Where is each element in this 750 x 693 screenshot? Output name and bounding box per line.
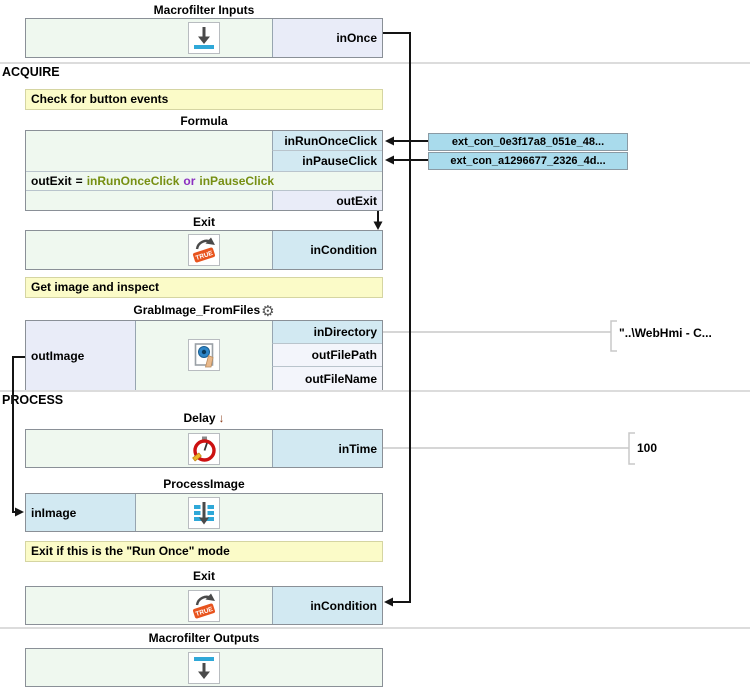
comment-exit-run-once[interactable]: Exit if this is the "Run Once" mode xyxy=(25,541,383,562)
port-inOnce[interactable]: inOnce xyxy=(272,19,382,57)
indirectory-constant-value[interactable]: "..\WebHmi - C... xyxy=(619,326,712,340)
macrofilter-inputs-icon xyxy=(194,27,214,49)
delay-title-text: Delay xyxy=(183,411,216,425)
comment-check-button-events[interactable]: Check for button events xyxy=(25,89,383,110)
ext-connection-1[interactable]: ext_con_0e3f17a8_051e_48... xyxy=(428,133,628,151)
grabimage-title[interactable]: GrabImage_FromFiles⚙ xyxy=(25,303,383,319)
constant-wires xyxy=(383,320,635,465)
process-section-line xyxy=(0,390,750,392)
port-outFileName[interactable]: outFileName xyxy=(272,367,382,390)
expr-equals: = xyxy=(75,174,83,188)
svg-text:TRUE: TRUE xyxy=(195,606,215,618)
port-inCondition-2[interactable]: inCondition xyxy=(272,587,382,624)
processimage-icon-button[interactable] xyxy=(188,497,220,529)
port-outFilePath[interactable]: outFilePath xyxy=(272,344,382,367)
macrofilter-outputs-icon xyxy=(194,657,214,679)
port-inPauseClick[interactable]: inPauseClick xyxy=(272,151,382,171)
port-inImage[interactable]: inImage xyxy=(26,494,136,531)
port-outImage[interactable]: outImage xyxy=(26,321,136,390)
expr-operator: or xyxy=(183,174,196,188)
macrofilter-outputs-block[interactable] xyxy=(25,648,383,687)
acquire-section-label: ACQUIRE xyxy=(2,65,60,79)
exit1-title[interactable]: Exit xyxy=(192,215,215,229)
port-inDirectory[interactable]: inDirectory xyxy=(272,321,382,344)
expr-arg1: inRunOnceClick xyxy=(86,174,180,188)
delay-title[interactable]: Delay↓ xyxy=(25,411,383,425)
svg-text:TRUE: TRUE xyxy=(195,250,215,262)
step-down-icon: ↓ xyxy=(218,411,225,425)
process-macro-icon xyxy=(194,502,214,525)
acquire-section-line xyxy=(0,62,750,64)
outputs-section-line xyxy=(0,627,750,629)
gear-icon[interactable]: ⚙ xyxy=(261,303,275,320)
macrofilter-inputs-title[interactable]: Macrofilter Inputs xyxy=(153,3,255,17)
processimage-title[interactable]: ProcessImage xyxy=(163,477,245,491)
exit-block-2[interactable]: TRUE inCondition xyxy=(25,586,383,625)
port-inTime[interactable]: inTime xyxy=(272,430,382,467)
macrofilter-outputs-title[interactable]: Macrofilter Outputs xyxy=(148,631,260,645)
macrofilter-outputs-icon-button[interactable] xyxy=(188,652,220,684)
comment-get-image[interactable]: Get image and inspect xyxy=(25,277,383,298)
port-inCondition-1[interactable]: inCondition xyxy=(272,231,382,269)
port-outExit[interactable]: outExit xyxy=(272,191,382,210)
exit2-icon-button[interactable]: TRUE xyxy=(188,590,220,622)
grabimage-block[interactable]: outImage inDirectory outFilePath outFile… xyxy=(25,320,383,391)
grabimage-icon-button[interactable] xyxy=(188,339,220,371)
formula-block[interactable]: inRunOnceClick inPauseClick outExit=inRu… xyxy=(25,130,383,211)
delay-icon-button[interactable] xyxy=(188,433,220,465)
stopwatch-icon xyxy=(192,436,216,462)
exit-icon: TRUE xyxy=(192,237,216,263)
delay-block[interactable]: inTime xyxy=(25,429,383,468)
macrofilter-inputs-block[interactable]: inOnce xyxy=(25,18,383,58)
exit2-title[interactable]: Exit xyxy=(192,569,215,583)
ext-connection-2[interactable]: ext_con_a1296677_2326_4d... xyxy=(428,152,628,170)
exit-icon: TRUE xyxy=(192,593,216,619)
port-inRunOnceClick[interactable]: inRunOnceClick xyxy=(272,131,382,151)
exit-block-1[interactable]: TRUE inCondition xyxy=(25,230,383,270)
grab-image-icon xyxy=(194,343,214,368)
grabimage-title-text: GrabImage_FromFiles xyxy=(133,303,261,317)
expr-lhs: outExit xyxy=(31,174,72,188)
intime-constant-value[interactable]: 100 xyxy=(637,441,658,455)
macrofilter-inputs-icon-button[interactable] xyxy=(188,22,220,54)
exit1-icon-button[interactable]: TRUE xyxy=(188,234,220,266)
formula-title[interactable]: Formula xyxy=(180,114,228,128)
processimage-block[interactable]: inImage xyxy=(25,493,383,532)
expr-arg2: inPauseClick xyxy=(199,174,275,188)
process-section-label: PROCESS xyxy=(2,393,64,407)
